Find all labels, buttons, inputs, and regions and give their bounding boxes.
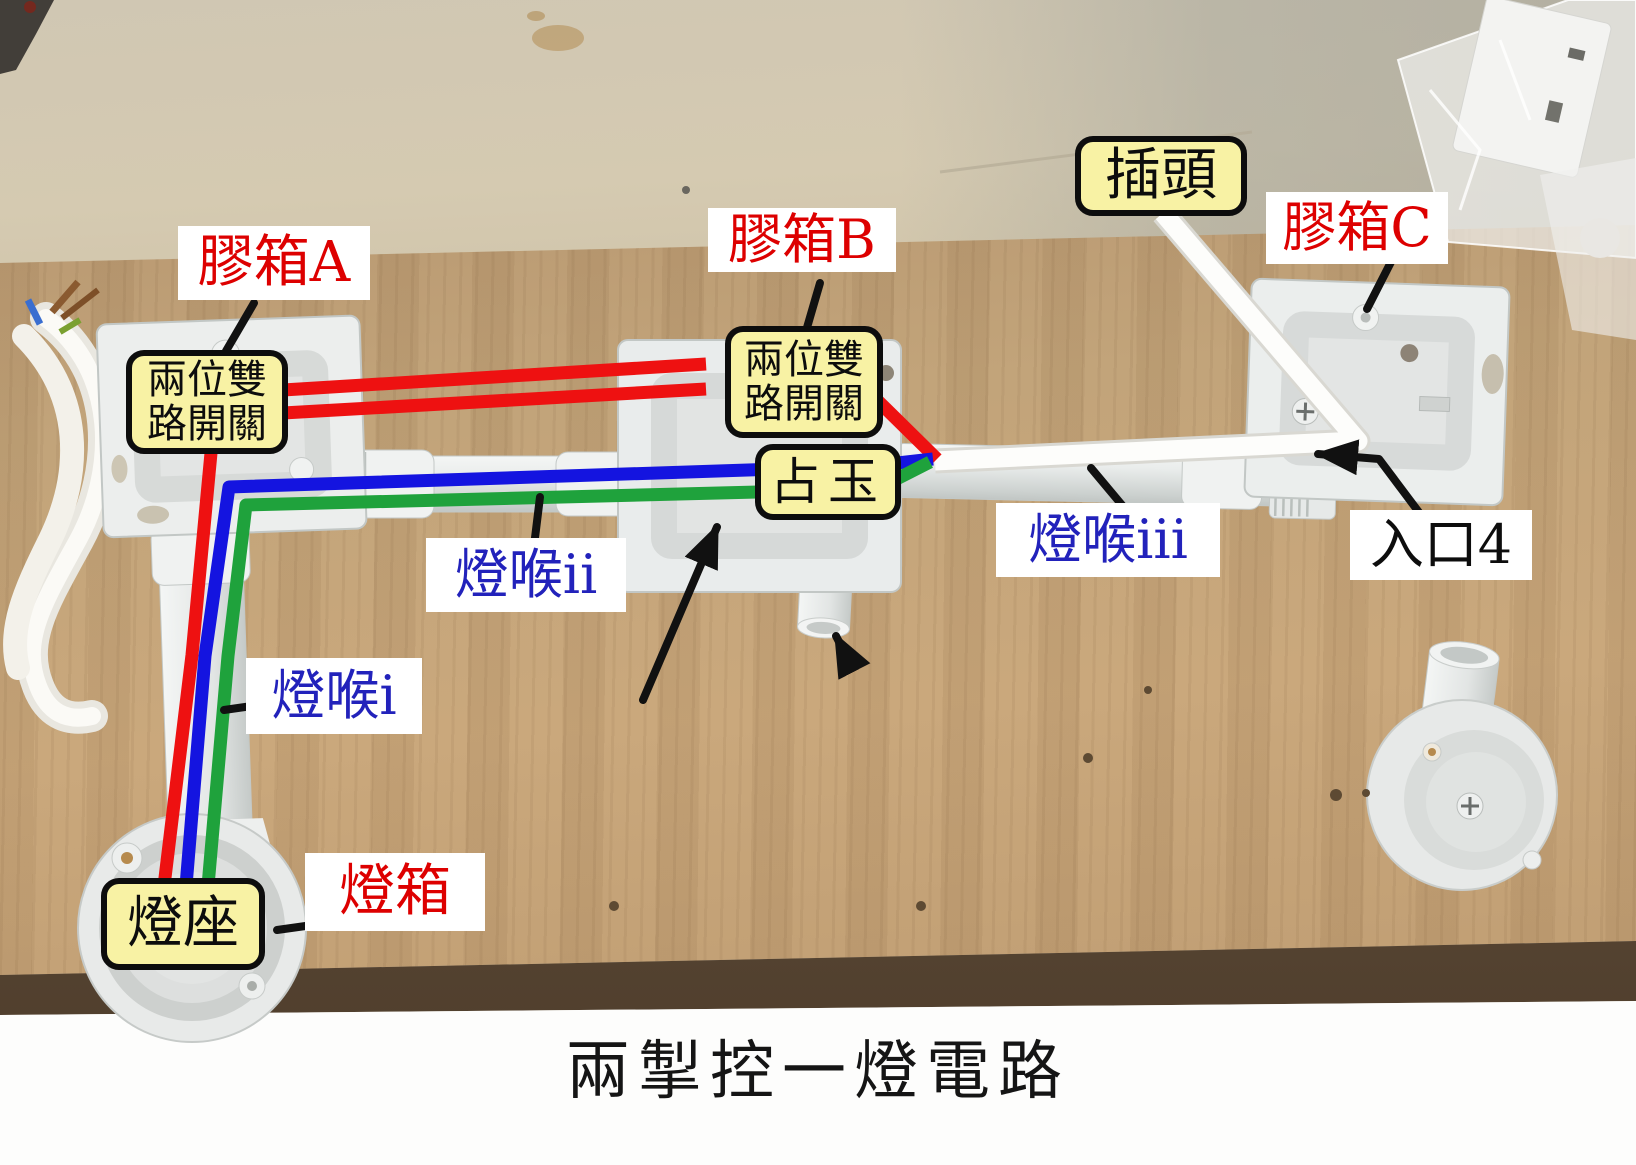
label-junction: 占玉 — [755, 444, 901, 520]
label-conduit-ii: 燈喉ii — [426, 538, 626, 612]
red-wire-to-junction — [871, 394, 942, 464]
label-lamp-box: 燈箱 — [305, 853, 485, 931]
label-plug: 插頭 — [1075, 136, 1247, 216]
knockout-hole — [111, 454, 128, 483]
caption-title: 兩掣控一燈電路 — [566, 1035, 1070, 1109]
label-box-b: 膠箱B — [708, 208, 896, 272]
bagged-part — [1580, 218, 1620, 258]
white-flex-cable-coil — [3, 279, 120, 734]
plastic-bag-switch-plates — [1396, 0, 1636, 340]
plate-slot — [1544, 100, 1564, 123]
plate-slot — [1567, 47, 1586, 61]
label-entry-4: 入口4 — [1350, 510, 1532, 580]
slot — [1418, 395, 1451, 413]
mark — [682, 186, 690, 194]
round-conduit-box — [1366, 641, 1558, 891]
pointer-conduit-ii — [530, 493, 544, 550]
screw-boss — [1522, 850, 1542, 870]
wall-stains — [0, 0, 1253, 194]
stripped-conductor-tips — [24, 279, 100, 335]
red-strap-wire-1 — [282, 357, 707, 397]
arrow-entry-4 — [1314, 439, 1428, 523]
bag-crinkle — [1498, 39, 1532, 121]
label-box-a: 膠箱A — [178, 226, 370, 300]
dark-corner-object — [0, 0, 54, 74]
brass-screw — [121, 852, 133, 864]
label-switch-a: 兩位雙 路開關 — [126, 350, 288, 454]
pointer-box-a — [222, 299, 258, 355]
stain — [527, 11, 545, 21]
label-switch-a-line1: 兩位雙 — [147, 357, 267, 403]
bag-crinkle — [1428, 89, 1482, 211]
pointer-box-c — [1363, 258, 1395, 313]
knockout-hole — [1400, 344, 1419, 363]
red-strap-wire-2 — [282, 382, 707, 420]
knockout-hole — [137, 505, 170, 524]
board-holes — [609, 686, 1370, 911]
switch-plate — [1452, 0, 1612, 178]
red-smudge — [24, 1, 36, 13]
label-box-c: 膠箱C — [1266, 192, 1448, 264]
label-switch-b-line2: 路開關 — [744, 381, 864, 427]
wire-overlay — [157, 357, 942, 887]
knockout-hole — [1481, 354, 1504, 395]
label-conduit-i: 燈喉i — [246, 658, 422, 734]
red-wire-to-lamp — [157, 452, 218, 887]
pointer-box-b — [802, 279, 824, 335]
label-switch-b-line1: 兩位雙 — [744, 337, 864, 383]
arrow-down-stub — [832, 632, 871, 680]
label-conduit-iii: 燈喉iii — [996, 503, 1220, 577]
label-switch-a-line2: 路開關 — [147, 401, 267, 447]
stain — [532, 25, 584, 51]
label-lamp-holder: 燈座 — [101, 878, 265, 970]
pattress-box-c — [1243, 277, 1511, 507]
label-switch-b: 兩位雙 路開關 — [725, 326, 883, 438]
arrow-junction — [639, 523, 721, 704]
